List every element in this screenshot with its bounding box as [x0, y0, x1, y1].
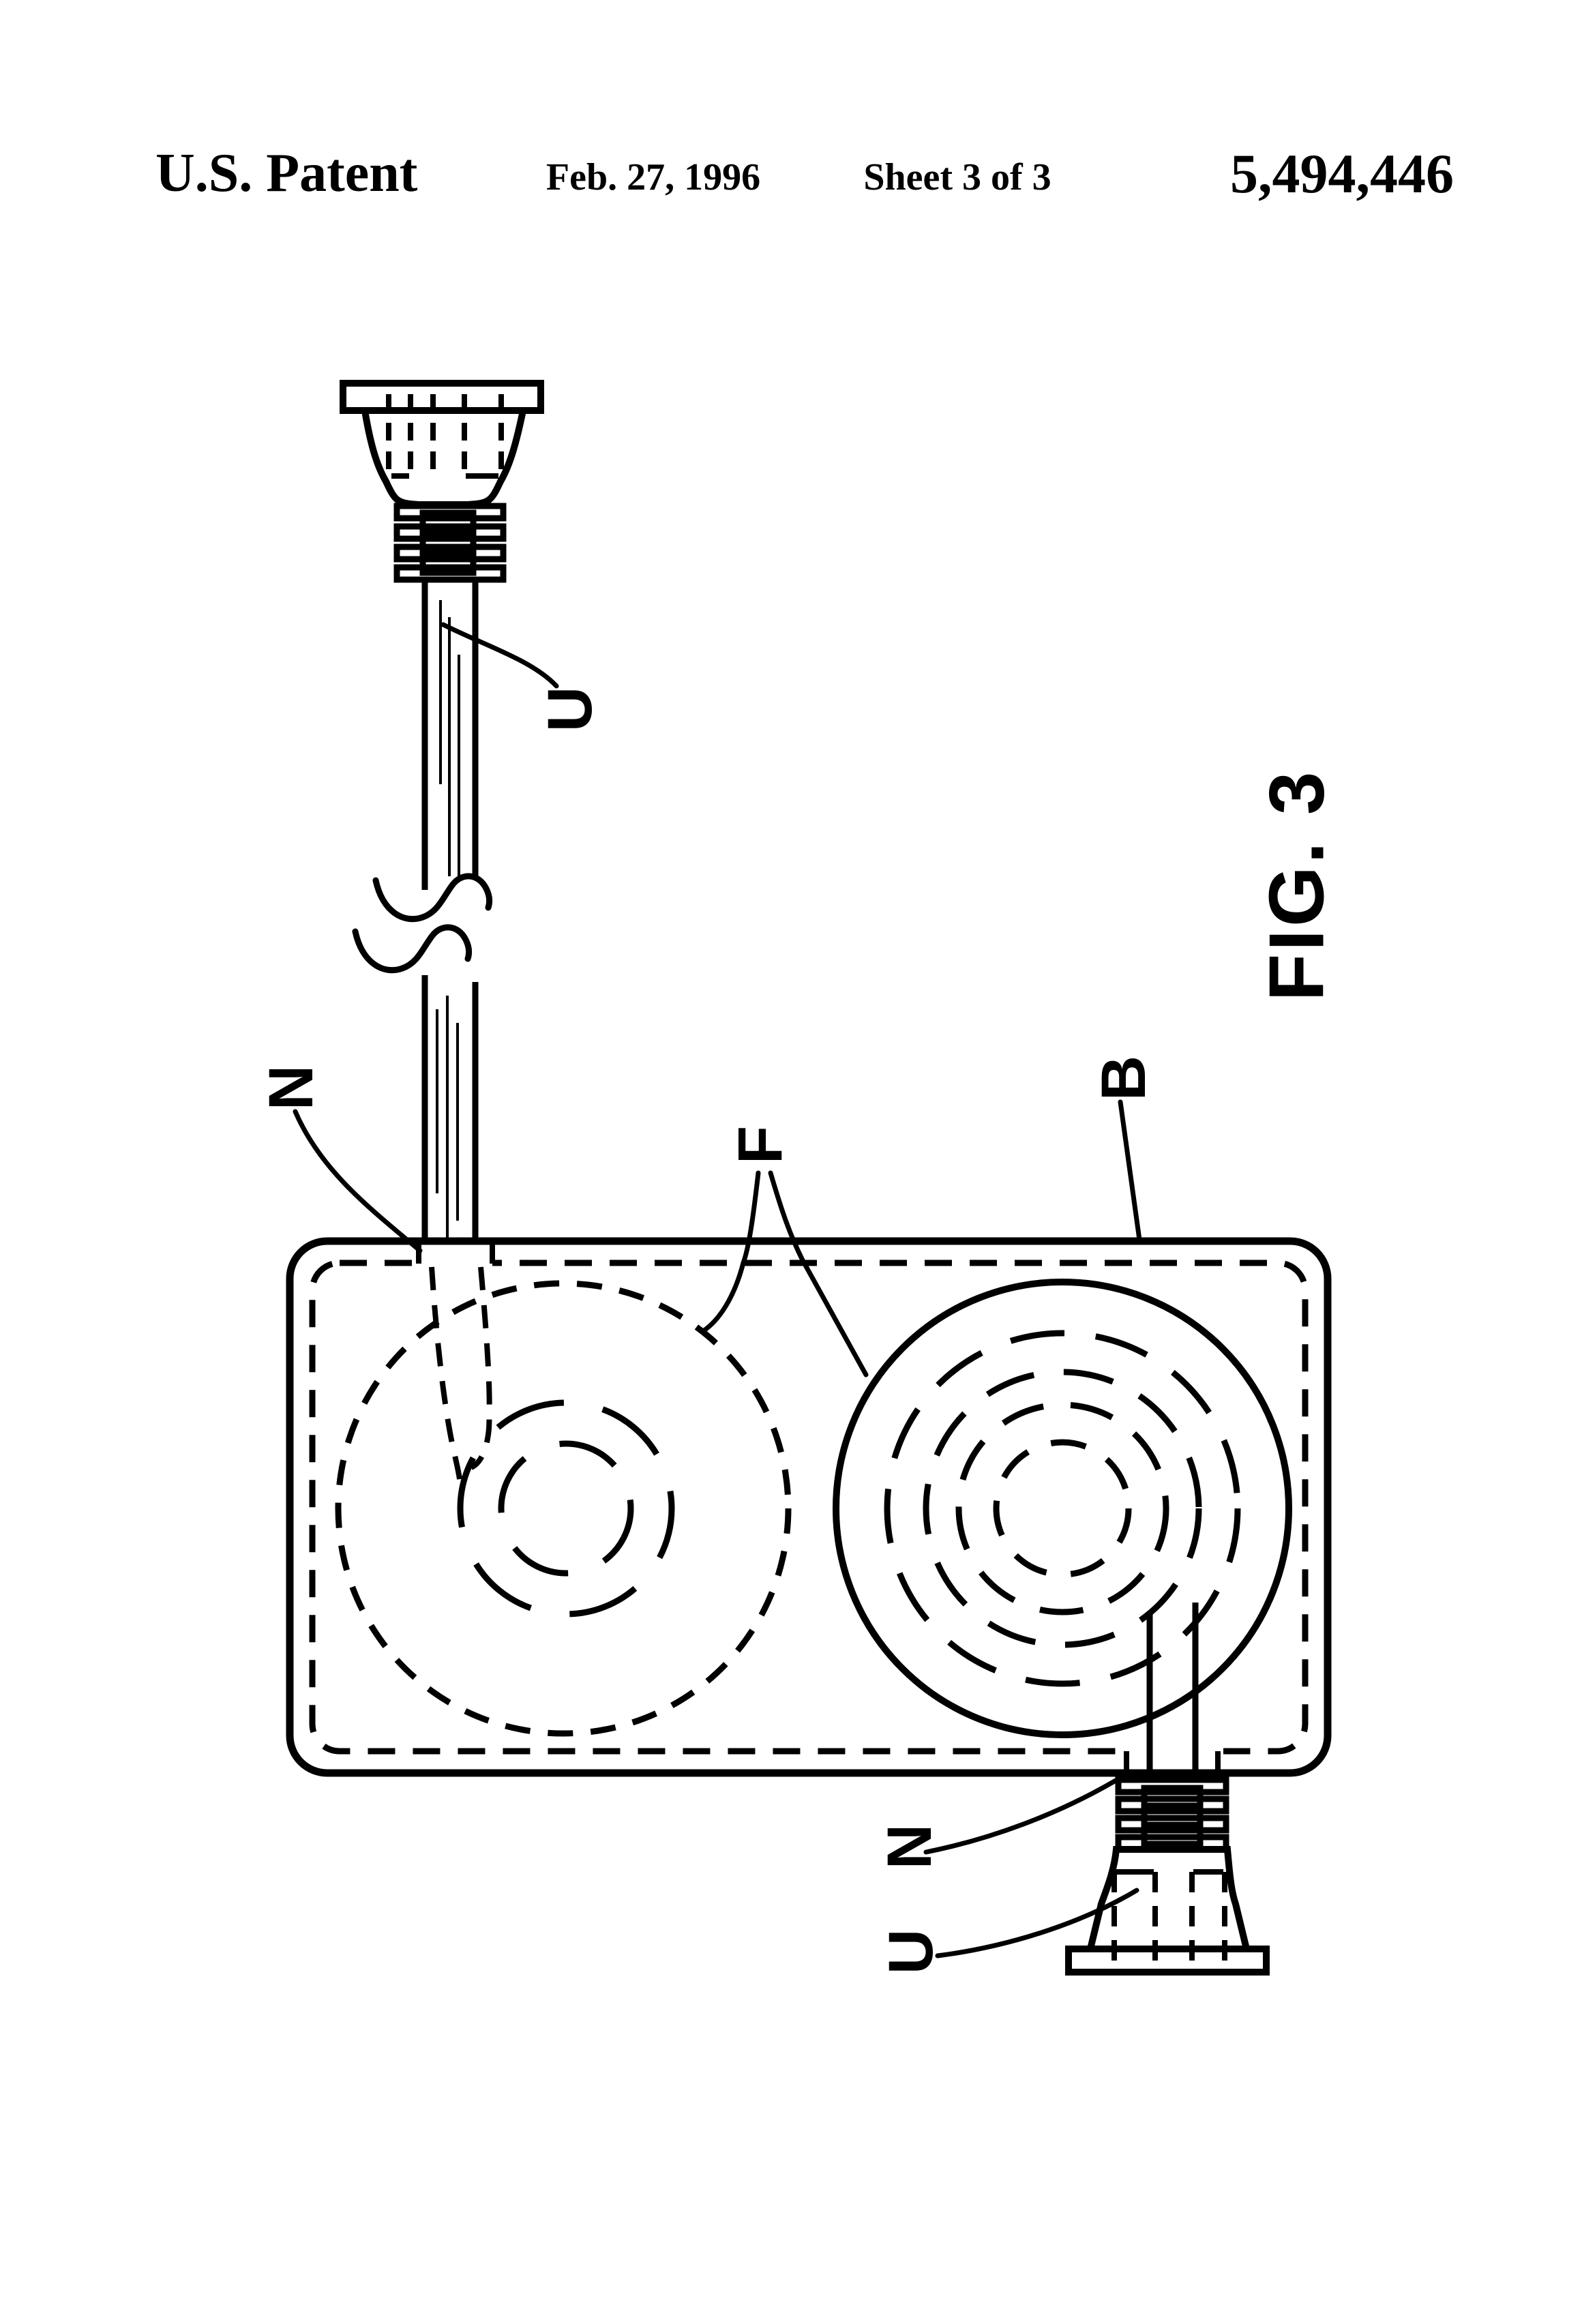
- right-coil-winding-1: [884, 1330, 1241, 1687]
- label-b-enclosure: B: [1089, 1056, 1159, 1101]
- top-plug-face-plate: [340, 380, 544, 414]
- rib-neck: [419, 550, 477, 576]
- leader-b: [1118, 1099, 1142, 1242]
- patent-header: U.S. Patent Feb. 27, 1996 Sheet 3 of 3 5…: [155, 143, 1454, 205]
- left-field-coil: [335, 1266, 792, 1737]
- header-patent-number: 5,494,446: [1230, 143, 1454, 205]
- bottom-strain-relief: [1115, 1776, 1229, 1853]
- hidden-cord-wire-left: [429, 1266, 464, 1493]
- leader-u-top: [441, 622, 559, 689]
- rib-bar: [393, 523, 507, 542]
- rib-bar: [1115, 1815, 1229, 1834]
- cord-break-symbol: [352, 873, 493, 974]
- rib-bar: [393, 503, 507, 522]
- top-strain-relief: [393, 503, 507, 583]
- cord-edges: [421, 580, 479, 1242]
- header-title: U.S. Patent: [155, 143, 418, 203]
- right-coil-outline: [833, 1279, 1292, 1738]
- bottom-cord-notch: [1124, 1751, 1221, 1773]
- top-plug-hidden-prongs: [386, 394, 504, 480]
- rib-bar: [393, 543, 507, 563]
- leader-f-left: [700, 1170, 761, 1334]
- enclosure-inner-dashed-wall: [309, 1260, 1309, 1755]
- left-coil-mid-winding: [457, 1399, 675, 1618]
- top-notch-mask: [420, 1257, 492, 1270]
- enclosure-outline: [286, 1237, 1332, 1777]
- break-curve-upper: [372, 873, 493, 923]
- right-coil-winding-3: [955, 1401, 1169, 1615]
- top-cord-notch: [416, 1242, 495, 1264]
- header-sheet-label: Sheet 3 of 3: [863, 156, 1051, 198]
- bottom-plug-body: [1086, 1846, 1251, 1952]
- bottom-plug-face-plate: [1065, 1946, 1270, 1976]
- rib-bar: [1115, 1796, 1229, 1815]
- reference-labels: U N F B N U FIG. 3: [256, 687, 1341, 1974]
- rib-bar: [1115, 1776, 1229, 1796]
- enclosure-box: [286, 1237, 1332, 1777]
- bottom-notch-mask: [1122, 1744, 1223, 1758]
- cord-shading-lines: [436, 600, 460, 1238]
- left-coil-inner-winding: [498, 1440, 634, 1577]
- top-power-cord: [352, 580, 493, 1242]
- figure-caption: FIG. 3: [1254, 769, 1341, 1002]
- leader-n-top: [293, 1109, 423, 1253]
- right-coil-winding-4: [993, 1439, 1132, 1578]
- leader-f-right: [768, 1170, 869, 1377]
- leader-u-bottom: [935, 1888, 1139, 1958]
- label-n-top-entry: N: [256, 1065, 326, 1110]
- bottom-plug-hidden-prongs: [1111, 1872, 1227, 1975]
- label-f-field-coils: F: [726, 1126, 795, 1164]
- top-plug: [340, 380, 544, 583]
- bottom-plug: [1065, 1776, 1270, 1976]
- hidden-cord-wire-right: [470, 1266, 492, 1470]
- label-u-top-cord: U: [535, 687, 605, 732]
- break-curve-lower: [352, 924, 473, 974]
- left-coil-outer-dashed: [335, 1280, 792, 1737]
- label-n-bottom-exit: N: [875, 1824, 944, 1869]
- right-coil-winding-2: [923, 1369, 1202, 1648]
- leader-n-bottom: [923, 1773, 1126, 1855]
- right-field-coil: [833, 1279, 1292, 1780]
- leader-lines: [293, 622, 1142, 1958]
- label-u-bottom-plug: U: [876, 1929, 946, 1974]
- rib-bar: [393, 564, 507, 583]
- header-date-label: Feb. 27, 1996: [546, 156, 760, 198]
- coil-exit-wires: [1146, 1603, 1199, 1780]
